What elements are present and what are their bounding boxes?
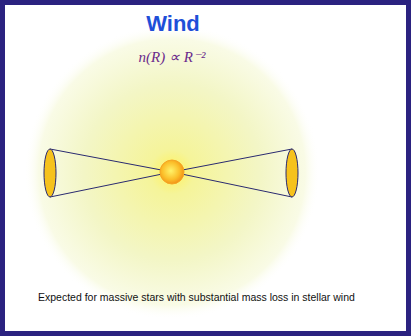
star bbox=[160, 160, 184, 184]
wind-halo bbox=[24, 24, 320, 320]
cone-lines bbox=[50, 149, 292, 197]
cone-end bbox=[44, 149, 56, 197]
cone-end bbox=[286, 149, 298, 197]
slide-caption: Expected for massive stars with substant… bbox=[38, 291, 355, 303]
density-formula: n(R) ∝ R⁻² bbox=[139, 48, 206, 66]
slide-title: Wind bbox=[146, 11, 200, 37]
